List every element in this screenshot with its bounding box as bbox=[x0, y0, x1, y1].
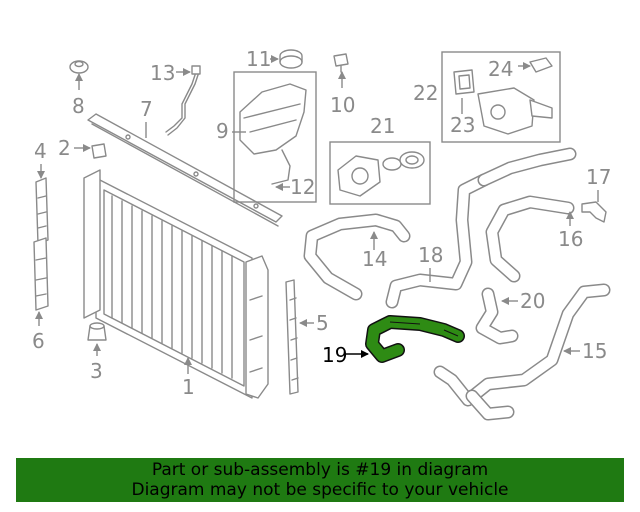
side-seal-part[interactable] bbox=[285, 279, 299, 395]
callout-17: 17 bbox=[586, 165, 611, 189]
side-bracket-upper-part[interactable] bbox=[35, 177, 49, 245]
callout-9: 9 bbox=[216, 119, 229, 143]
callout-24: 24 bbox=[488, 57, 513, 81]
callout-16: 16 bbox=[558, 227, 583, 251]
callout-5: 5 bbox=[316, 311, 329, 335]
callout-22: 22 bbox=[413, 81, 438, 105]
callout-7: 7 bbox=[140, 97, 153, 121]
water-outlet-part[interactable] bbox=[453, 57, 553, 135]
radiator-part[interactable] bbox=[83, 169, 269, 399]
callout-4: 4 bbox=[34, 139, 47, 163]
grommet-part[interactable] bbox=[69, 60, 89, 74]
callout-23: 23 bbox=[450, 113, 475, 137]
callout-3: 3 bbox=[90, 359, 103, 383]
callout-15: 15 bbox=[582, 339, 607, 363]
callout-20: 20 bbox=[520, 289, 545, 313]
overflow-tube-part[interactable] bbox=[165, 65, 201, 136]
bypass-hose-part[interactable] bbox=[385, 147, 577, 309]
hose-connector-part[interactable] bbox=[581, 201, 607, 223]
callout-18: 18 bbox=[418, 243, 443, 267]
callout-1: 1 bbox=[182, 375, 195, 399]
callout-13: 13 bbox=[150, 61, 175, 85]
clip-part[interactable] bbox=[333, 53, 349, 73]
upper-radiator-hose-part[interactable] bbox=[303, 213, 411, 301]
coolant-reservoir-part[interactable] bbox=[239, 83, 307, 185]
banner-line-2: Diagram may not be specific to your vehi… bbox=[131, 480, 509, 500]
lower-radiator-hose-part[interactable] bbox=[433, 283, 611, 421]
lower-connector-hose-part[interactable] bbox=[475, 287, 519, 345]
info-banner: Part or sub-assembly is #19 in diagram D… bbox=[16, 458, 624, 502]
callout-8: 8 bbox=[72, 94, 85, 118]
callout-6: 6 bbox=[32, 329, 45, 353]
highlighted-hose-19-part[interactable] bbox=[365, 315, 465, 363]
banner-line-1: Part or sub-assembly is #19 in diagram bbox=[151, 460, 489, 480]
callout-10: 10 bbox=[330, 93, 355, 117]
thermostat-housing-part[interactable] bbox=[337, 151, 425, 197]
callout-12: 12 bbox=[290, 175, 315, 199]
callout-11: 11 bbox=[246, 47, 271, 71]
callout-19: 19 bbox=[322, 343, 347, 367]
callout-14: 14 bbox=[362, 247, 387, 271]
side-bracket-lower-part[interactable] bbox=[33, 237, 49, 311]
callout-21: 21 bbox=[370, 114, 395, 138]
reservoir-cap-part[interactable] bbox=[279, 49, 303, 69]
radiator-mount-part[interactable] bbox=[87, 322, 107, 341]
heater-hose-part[interactable] bbox=[485, 195, 575, 283]
bushing-part[interactable] bbox=[91, 143, 107, 159]
callout-2: 2 bbox=[58, 136, 71, 160]
